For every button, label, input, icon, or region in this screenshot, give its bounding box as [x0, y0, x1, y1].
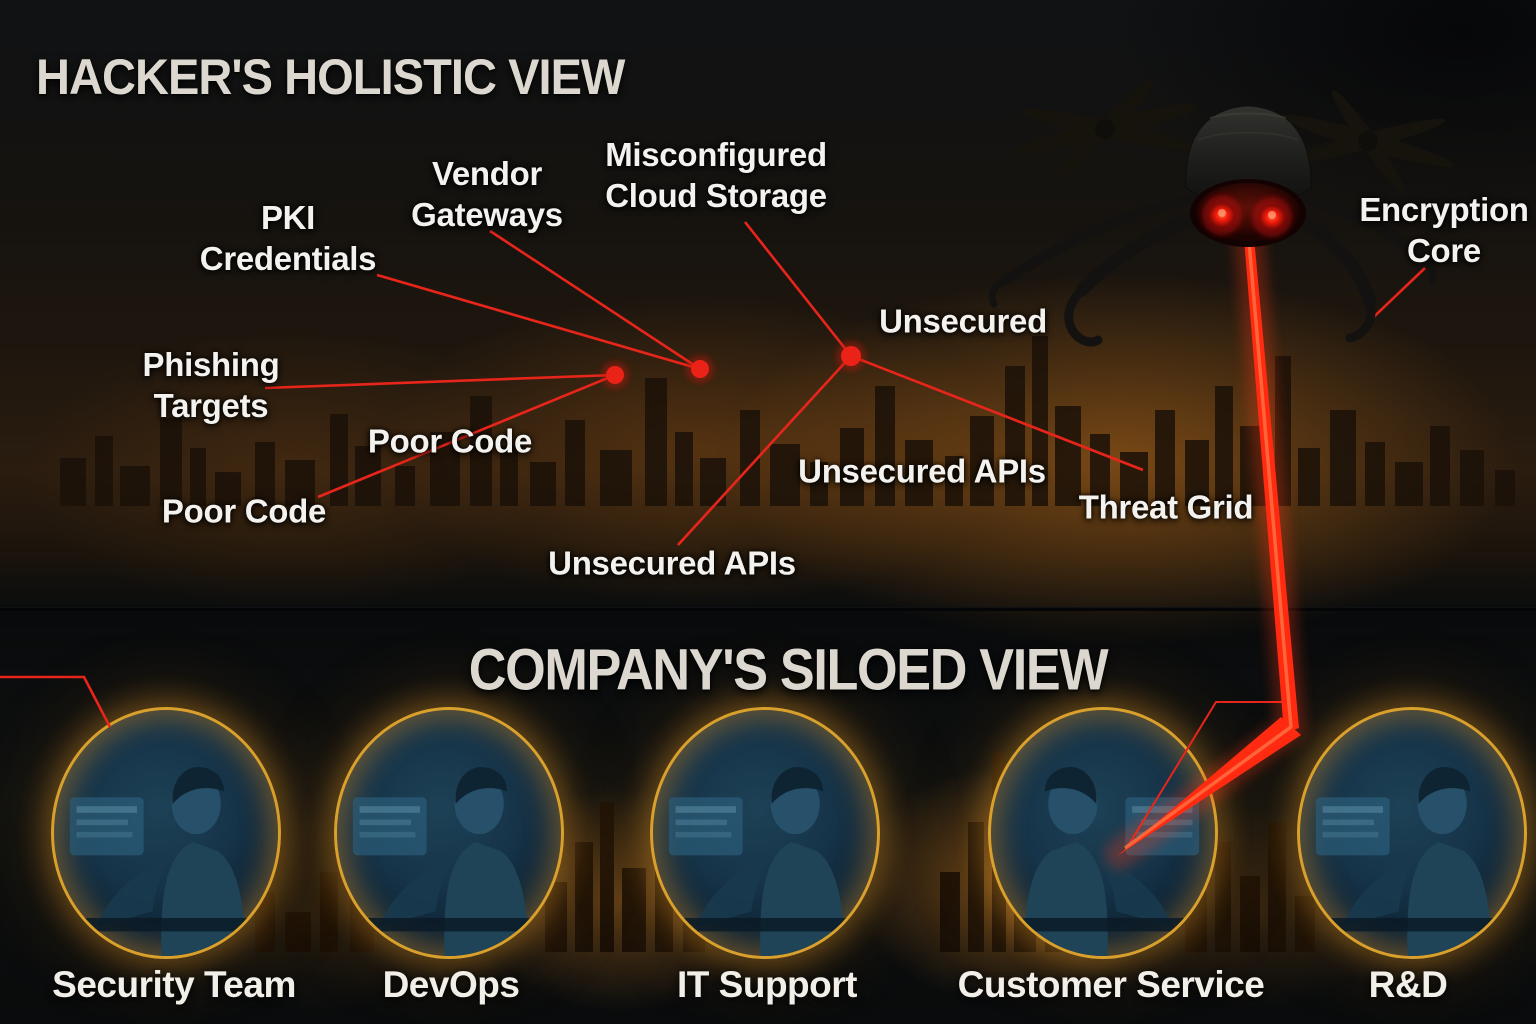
security-team-portrait-icon [54, 710, 278, 956]
team-label-it-support: IT Support [677, 964, 857, 1005]
company-view-title: COMPANY'S SILOED VIEW [468, 637, 1109, 703]
section-divider [0, 607, 1536, 611]
callout-vendor-gateways: Vendor Gateways [411, 155, 563, 233]
customer-service-portrait-icon [991, 710, 1215, 956]
callout-encryption-core: Encryption Core [1359, 191, 1529, 269]
hacker-view-title: HACKER'S HOLISTIC VIEW [36, 49, 625, 105]
callout-threat-grid: Threat Grid [1078, 488, 1254, 526]
callout-poor-code-a: Poor Code [367, 422, 533, 460]
callout-unsecured-apis-a: Unsecured APIs [798, 452, 1046, 490]
callout-pki-credentials: PKI Credentials [199, 199, 377, 277]
team-label-rd: R&D [1368, 964, 1448, 1005]
silo-circle-customer-service [988, 707, 1218, 959]
silo-circle-it-support [650, 707, 880, 959]
devops-portrait-icon [337, 710, 561, 956]
callout-poor-code-b: Poor Code [161, 492, 327, 530]
callout-misconfigured-cloud-storage: Misconfigured Cloud Storage [605, 136, 827, 214]
team-label-security-team: Security Team [52, 964, 296, 1005]
callout-unsecured-apis-b: Unsecured APIs [548, 544, 796, 582]
team-label-customer-service: Customer Service [957, 964, 1265, 1005]
silo-circle-security-team [51, 707, 281, 959]
rd-portrait-icon [1300, 710, 1524, 956]
it-support-portrait-icon [653, 710, 877, 956]
callout-unsecured: Unsecured [879, 302, 1047, 340]
team-label-devops: DevOps [382, 964, 520, 1005]
silo-circle-rd [1297, 707, 1527, 959]
silo-circle-devops [334, 707, 564, 959]
callout-phishing-targets: Phishing Targets [142, 346, 280, 424]
